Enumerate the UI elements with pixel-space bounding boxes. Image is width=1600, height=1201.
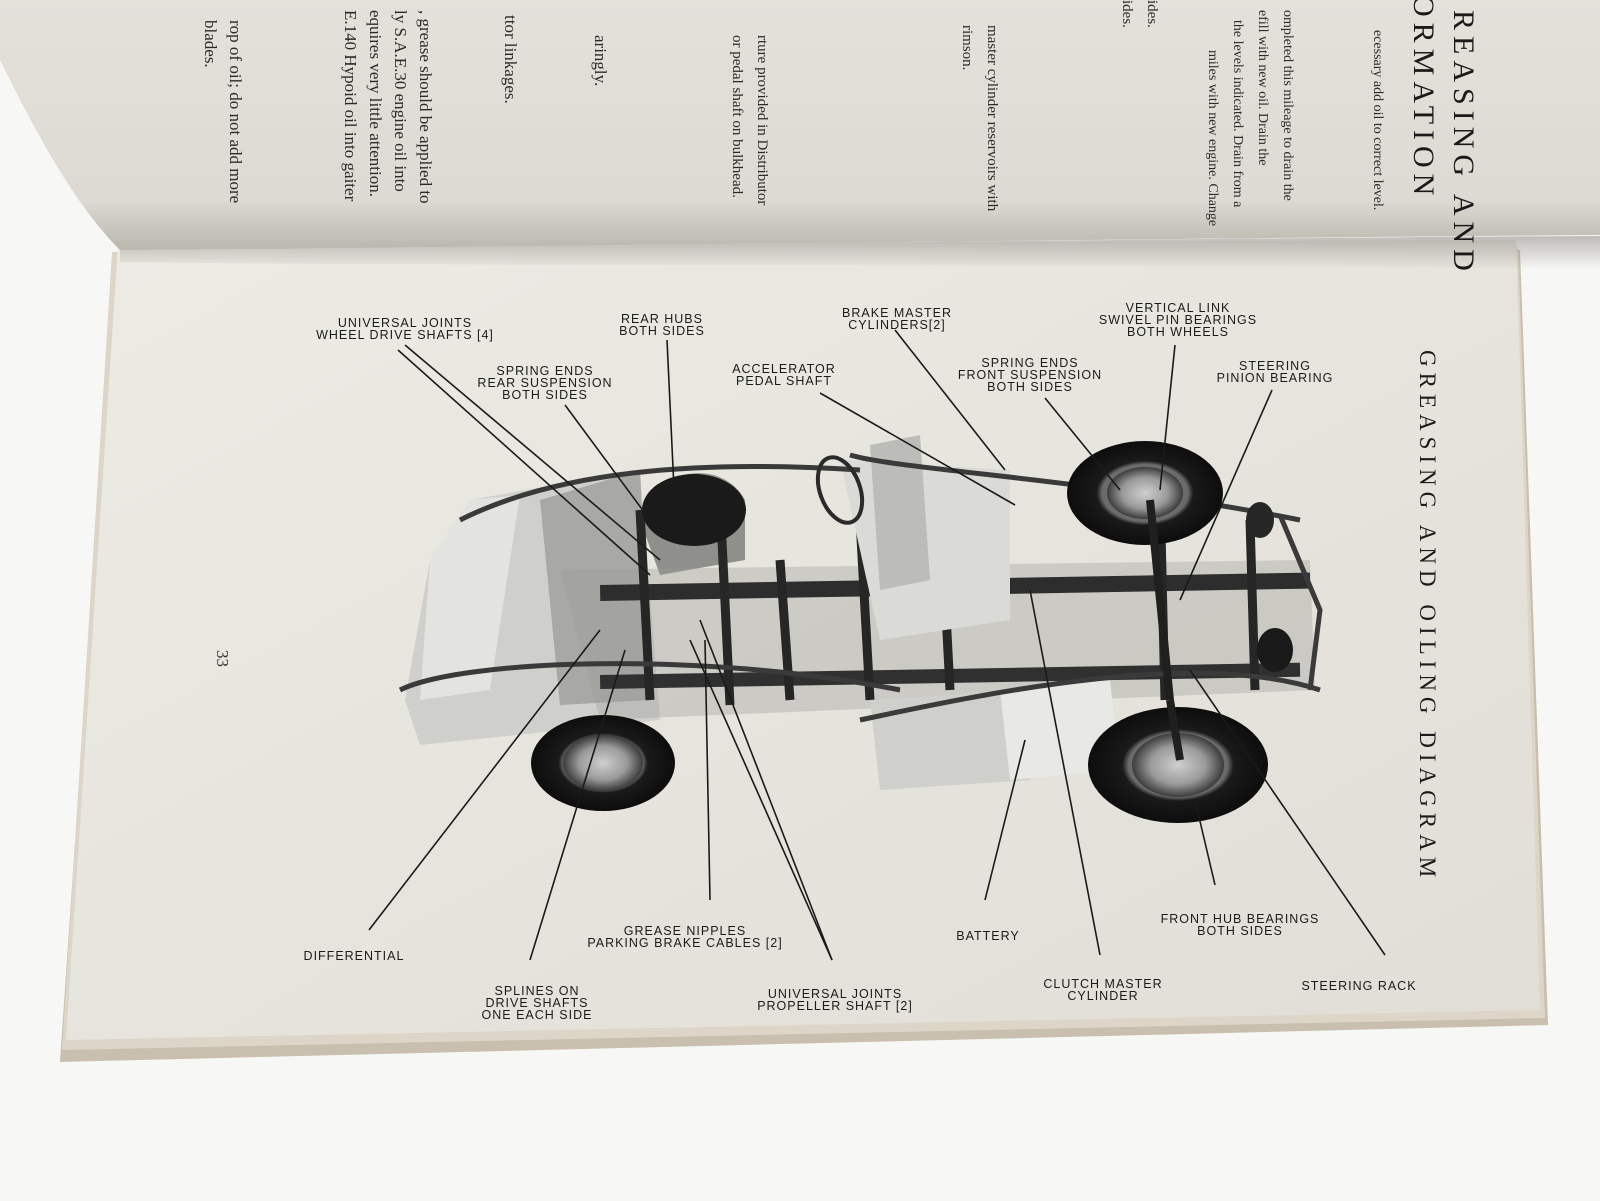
facing-line: ecessary add oil to correct level. (1370, 30, 1385, 211)
facing-line: blades. (201, 20, 220, 68)
label-differential: DIFFERENTIAL (303, 949, 405, 963)
facing-line: the levels indicated. Drain from a (1230, 20, 1245, 208)
label-front-hub-bearings: FRONT HUB BEARINGS BOTH SIDES (1160, 912, 1320, 938)
facing-line: rimson. (959, 25, 975, 71)
label-brake-master-cylinders: BRAKE MASTER CYLINDERS[2] (842, 306, 952, 332)
label-battery: BATTERY (956, 929, 1020, 943)
facing-line: miles with new engine. Change (1205, 50, 1220, 227)
facing-heading-2: ORMATION (1407, 0, 1440, 202)
facing-heading-1: REASING AND (1447, 10, 1480, 277)
label-spring-ends-rear: SPRING ENDS REAR SUSPENSION BOTH SIDES (477, 364, 613, 402)
page-number: 33 (213, 650, 232, 667)
label-splines-drive-shafts: SPLINES ON DRIVE SHAFTS ONE EACH SIDE (481, 984, 593, 1022)
facing-line: efill with new oil. Drain the (1255, 10, 1270, 166)
facing-line: rture provided in Distributor (754, 35, 770, 206)
facing-line: E.140 Hypoid oil into gaiter (341, 10, 360, 202)
facing-line: equires very little attention. (366, 10, 385, 197)
facing-line: aringly. (591, 35, 610, 87)
label-steering-rack: STEERING RACK (1301, 979, 1417, 993)
label-universal-joints-wheel-drive: UNIVERSAL JOINTS WHEEL DRIVE SHAFTS [4] (316, 316, 494, 342)
facing-line: or pedal shaft on bulkhead. (729, 35, 745, 198)
facing-line: ides. (1144, 0, 1160, 28)
label-steering-pinion-bearing: STEERING PINION BEARING (1216, 359, 1334, 385)
label-accelerator-pedal-shaft: ACCELERATOR PEDAL SHAFT (732, 362, 836, 388)
facing-line: rop of oil; do not add more (226, 20, 245, 204)
label-spring-ends-front: SPRING ENDS FRONT SUSPENSION BOTH SIDES (957, 356, 1103, 394)
facing-line: master cylinder reservoirs with (984, 25, 1000, 212)
label-universal-joints-propeller: UNIVERSAL JOINTS PROPELLER SHAFT [2] (757, 987, 913, 1013)
label-vertical-link: VERTICAL LINK SWIVEL PIN BEARINGS BOTH W… (1098, 301, 1258, 339)
diagram-title: GREASING AND OILING DIAGRAM (1415, 350, 1440, 884)
label-grease-nipples: GREASE NIPPLES PARKING BRAKE CABLES [2] (587, 924, 783, 950)
facing-line: ompleted this mileage to drain the (1280, 10, 1295, 201)
facing-line: , grease should be applied to (416, 10, 435, 204)
facing-line: ly S.A.E.30 engine oil into (391, 10, 410, 192)
facing-line: ides. (1119, 0, 1135, 28)
facing-line: ttor linkages. (501, 15, 520, 104)
label-clutch-master-cylinder: CLUTCH MASTER CYLINDER (1043, 977, 1163, 1003)
label-rear-hubs: REAR HUBS BOTH SIDES (619, 312, 705, 338)
